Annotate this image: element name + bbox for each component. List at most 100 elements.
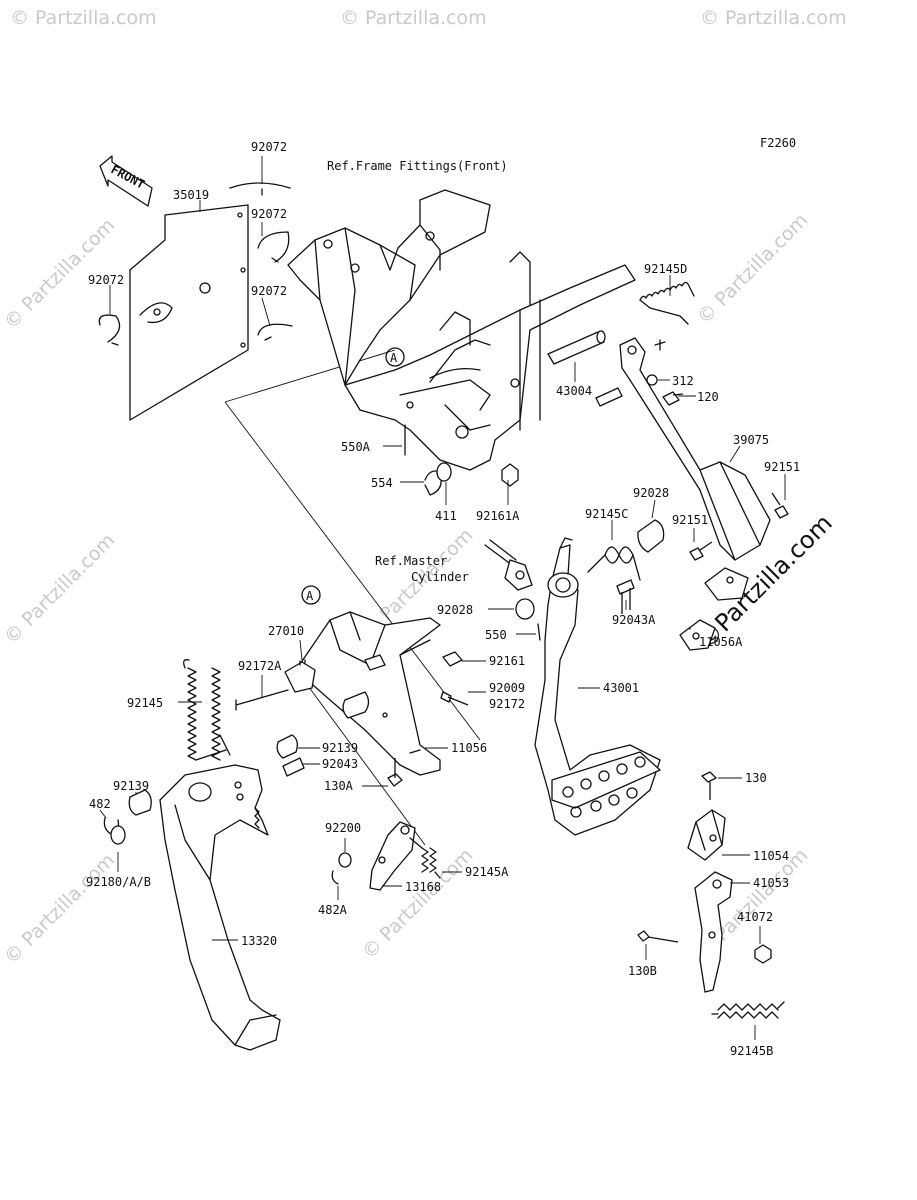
pin-550	[537, 623, 541, 641]
watermark: © Partzilla.com	[0, 529, 119, 648]
washer-411	[436, 462, 452, 482]
arm-41053	[694, 871, 733, 993]
callout-a-marker: A	[301, 585, 321, 605]
label-120: 120	[697, 390, 719, 404]
label-550: 550	[485, 628, 507, 642]
label-13320: 13320	[241, 934, 277, 948]
label-11056a: 11056A	[699, 635, 743, 649]
bolt-130	[701, 771, 717, 800]
bolt-130a	[387, 758, 403, 787]
label-130: 130	[745, 771, 767, 785]
spring-92145	[183, 659, 231, 761]
label-130b: 130B	[628, 964, 657, 978]
ref-master-cylinder-line2: Cylinder	[411, 570, 469, 584]
watermark: © Partzilla.com	[700, 7, 847, 29]
callout-a-marker: A	[385, 347, 405, 367]
label-41072: 41072	[737, 910, 773, 924]
label-312: 312	[672, 374, 694, 388]
label-92145c: 92145C	[585, 507, 628, 521]
label-92139: 92139	[113, 779, 149, 793]
bolt-120	[662, 391, 684, 406]
collar-92043a	[616, 579, 635, 614]
label-92072: 92072	[251, 207, 287, 221]
bracket-11056a	[679, 619, 716, 651]
pedal-43001	[534, 537, 661, 836]
label-92200: 92200	[325, 821, 361, 835]
label-35019: 35019	[173, 188, 209, 202]
label-92009: 92009	[489, 681, 525, 695]
label-13168: 13168	[405, 880, 441, 894]
label-92028: 92028	[633, 486, 669, 500]
spring-92145d	[639, 281, 695, 325]
bolt-92151	[771, 492, 789, 519]
label-411: 411	[435, 509, 457, 523]
label-92161a: 92161A	[476, 509, 520, 523]
master-cylinder-rod	[484, 539, 533, 591]
label-482a: 482A	[318, 903, 348, 917]
label-92180-a-b: 92180/A/B	[86, 875, 151, 889]
frame-bracket	[287, 189, 636, 471]
label-43001: 43001	[603, 681, 639, 695]
svg-text:A: A	[390, 351, 398, 365]
spring-92145b	[711, 1001, 785, 1019]
label-43004: 43004	[556, 384, 592, 398]
ref-master-cylinder-line1: Ref.Master	[375, 554, 447, 568]
label-92072: 92072	[251, 140, 287, 154]
label-92072: 92072	[251, 284, 287, 298]
label-130a: 130A	[324, 779, 354, 793]
brake-lever-39075	[619, 337, 771, 601]
dashed-guides	[224, 349, 481, 846]
svg-text:A: A	[306, 589, 314, 603]
bracket-11054	[687, 809, 726, 861]
label-92145: 92145	[127, 696, 163, 710]
diagram-code: F2260	[760, 136, 796, 150]
nut-92161a	[501, 463, 519, 487]
bushing-92028	[637, 519, 665, 553]
clamp-92072	[98, 314, 121, 346]
label-92172a: 92172A	[238, 659, 282, 673]
label-92043: 92043	[322, 757, 358, 771]
bushing-92139	[128, 789, 152, 816]
screw-92009	[440, 691, 469, 706]
front-arrow-icon: FRONT	[99, 155, 153, 207]
label-554: 554	[371, 476, 393, 490]
clip-482a	[331, 870, 339, 885]
watermark: © Partzilla.com	[340, 7, 487, 29]
label-92072: 92072	[88, 273, 124, 287]
label-92145d: 92145D	[644, 262, 687, 276]
nut-41072	[754, 944, 772, 964]
label-39075: 39075	[733, 433, 769, 447]
switch-27010	[284, 659, 316, 693]
label-92145b: 92145B	[730, 1044, 773, 1058]
bushing-92028	[515, 598, 535, 620]
nut-312	[646, 374, 658, 386]
watermark: © Partzilla.com	[10, 7, 157, 29]
clamp-92072	[257, 231, 290, 263]
bracket-11056	[295, 611, 441, 776]
washer-92180	[110, 825, 126, 845]
washer-92200	[338, 852, 352, 868]
label-482: 482	[89, 797, 111, 811]
bushing-92139	[276, 734, 298, 759]
watermark: © Partzilla.com	[0, 849, 119, 968]
pedal-13320	[159, 764, 281, 1051]
label-92161: 92161	[489, 654, 525, 668]
spring-92145c	[587, 546, 641, 581]
label-92139: 92139	[322, 741, 358, 755]
spring-92145a	[409, 837, 441, 879]
label-92151: 92151	[764, 460, 800, 474]
bolt-130b	[637, 930, 679, 943]
lever-13168	[369, 821, 416, 891]
label-92172: 92172	[489, 697, 525, 711]
label-27010: 27010	[268, 624, 304, 638]
label-11056: 11056	[451, 741, 487, 755]
nut-92161	[442, 651, 463, 667]
label-11054: 11054	[753, 849, 789, 863]
ref-frame-fittings: Ref.Frame Fittings(Front)	[327, 159, 508, 173]
clamp-92072	[229, 182, 291, 196]
watermark: © Partzilla.com	[693, 209, 812, 328]
part-labels: 92072 35019 92072 92072 92072 92145D 430…	[86, 140, 800, 1058]
bolt-92151	[689, 541, 713, 561]
label-550a: 550A	[341, 440, 371, 454]
